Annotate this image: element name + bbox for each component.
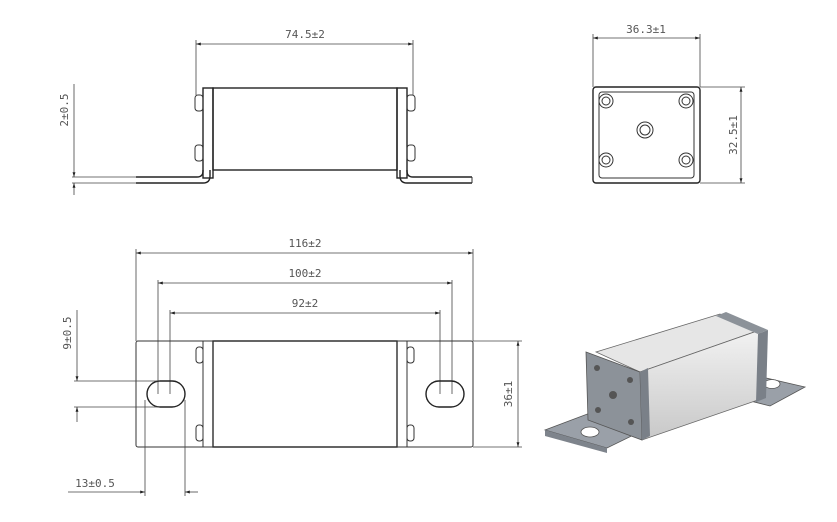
dim-thickness: 2±0.5 <box>58 93 71 126</box>
end-view: 36.3±1 32.5±1 <box>592 23 745 184</box>
dim-width-top: 74.5±2 <box>285 28 325 41</box>
top-view: 74.5±2 2±0.5 <box>58 28 473 195</box>
bottom-view: 116±2 100±2 92±2 36±1 9±0.5 13±0.5 <box>61 237 522 496</box>
dim-plate-width: 36±1 <box>502 381 515 408</box>
dim-slot-length: 13±0.5 <box>75 477 115 490</box>
dim-slot-outer: 100±2 <box>288 267 321 280</box>
isometric-view <box>543 312 807 453</box>
dim-slot-width: 9±0.5 <box>61 316 74 349</box>
dim-slot-inner: 92±2 <box>292 297 319 310</box>
dim-end-width: 36.3±1 <box>626 23 666 36</box>
dim-overall-length: 116±2 <box>288 237 321 250</box>
dim-end-height: 32.5±1 <box>727 115 740 155</box>
